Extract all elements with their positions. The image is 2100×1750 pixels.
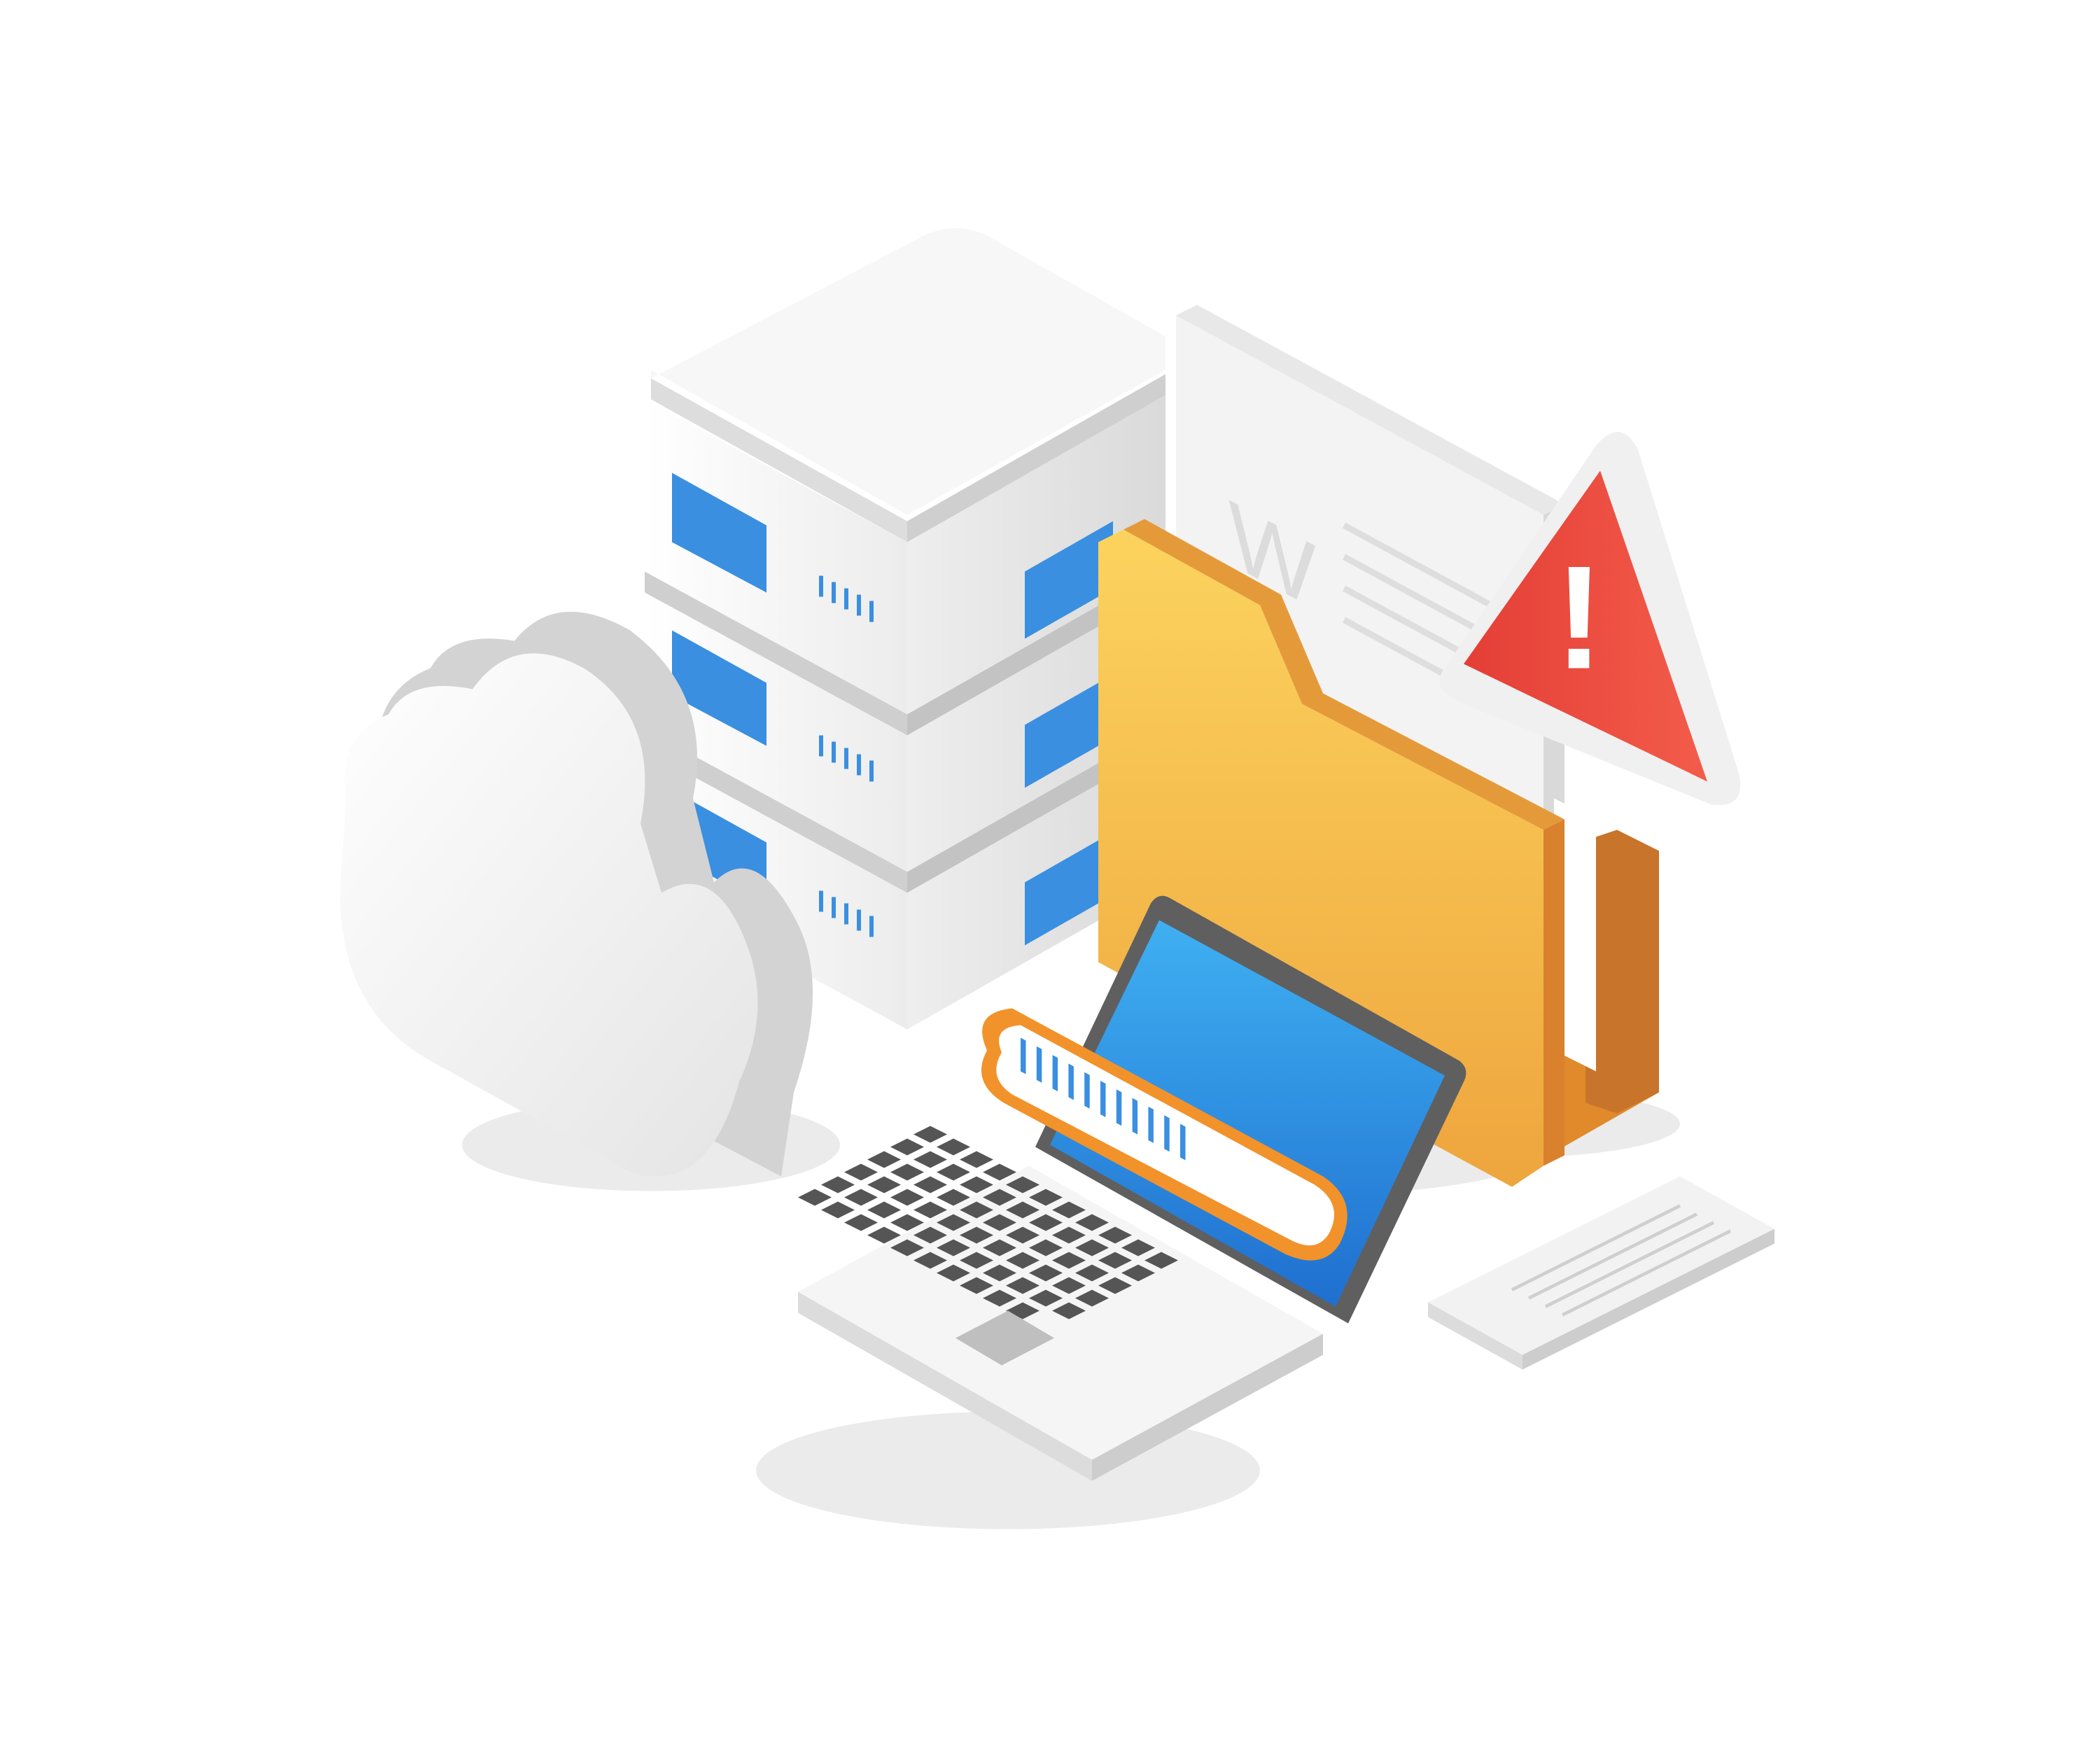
keyboard-key <box>960 1176 993 1194</box>
trackpad <box>955 1310 1054 1366</box>
progress-tick <box>1132 1098 1138 1135</box>
progress-tick <box>1100 1080 1106 1117</box>
keyboard-key <box>798 1189 832 1206</box>
keyboard-key <box>1098 1277 1132 1294</box>
keyboard-key <box>937 1264 970 1282</box>
keyboard-key <box>890 1239 924 1256</box>
keyboard-key <box>1098 1226 1132 1244</box>
keyboard <box>798 1126 1178 1320</box>
progress-tick <box>1052 1055 1058 1092</box>
keyboard-key <box>844 1163 878 1181</box>
keyboard-key <box>821 1176 855 1194</box>
keyboard-key <box>1029 1239 1063 1256</box>
keyboard-key <box>1006 1252 1040 1269</box>
progress-tick <box>1021 1037 1026 1074</box>
keyboard-key <box>937 1239 970 1256</box>
paper-lines <box>1511 1204 1732 1317</box>
keyboard-key <box>913 1252 947 1269</box>
keyboard-key <box>867 1201 901 1219</box>
keyboard-key <box>1052 1226 1086 1244</box>
keyboard-key <box>983 1163 1016 1181</box>
keyboard-key <box>937 1138 970 1156</box>
keyboard-key <box>960 1201 993 1219</box>
keyboard-key <box>983 1214 1016 1231</box>
keyboard-key <box>983 1264 1016 1282</box>
keyboard-key <box>1052 1252 1086 1269</box>
keyboard-key <box>844 1214 878 1231</box>
keyboard-key <box>960 1151 993 1168</box>
keyboard-key <box>913 1126 947 1143</box>
keyboard-key <box>867 1151 901 1168</box>
keyboard-key <box>1144 1252 1178 1269</box>
progress-tick <box>1148 1106 1154 1143</box>
keyboard-key <box>1121 1239 1155 1256</box>
keyboard-key <box>960 1226 993 1244</box>
keyboard-key <box>1075 1289 1109 1307</box>
keyboard-key <box>821 1201 855 1219</box>
keyboard-key <box>890 1138 924 1156</box>
progress-fill <box>1021 1037 1186 1161</box>
keyboard-key <box>1029 1289 1063 1307</box>
keyboard-key <box>1052 1277 1086 1294</box>
progress-tick <box>1180 1124 1186 1161</box>
keyboard-key <box>1006 1176 1040 1194</box>
keyboard-key <box>983 1189 1016 1206</box>
keyboard-key <box>867 1226 901 1244</box>
progress-bar <box>981 1008 1348 1261</box>
keyboard-key <box>913 1176 947 1194</box>
keyboard-key <box>937 1214 970 1231</box>
progress-tick <box>1084 1072 1090 1109</box>
keyboard-key <box>1075 1264 1109 1282</box>
keyboard-key <box>890 1189 924 1206</box>
keyboard-key <box>1052 1302 1086 1320</box>
keyboard-key <box>867 1176 901 1194</box>
progress-tick <box>1116 1089 1122 1126</box>
keyboard-key <box>890 1163 924 1181</box>
keyboard-key <box>913 1201 947 1219</box>
keyboard-key <box>1006 1201 1040 1219</box>
progress-tick <box>1164 1115 1170 1152</box>
keyboard-key <box>1075 1214 1109 1231</box>
paper-document-icon <box>1428 1176 1774 1370</box>
keyboard-key <box>1075 1239 1109 1256</box>
keyboard-key <box>983 1289 1016 1307</box>
keyboard-key <box>890 1214 924 1231</box>
keyboard-key <box>913 1151 947 1168</box>
keyboard-key <box>1029 1214 1063 1231</box>
keyboard-key <box>1006 1226 1040 1244</box>
keyboard-key <box>983 1239 1016 1256</box>
keyboard-key <box>960 1277 993 1294</box>
warning-triangle-icon: ! <box>1439 431 1741 806</box>
alert-symbol: ! <box>1555 536 1604 700</box>
keyboard-key <box>1098 1252 1132 1269</box>
keyboard-key <box>937 1163 970 1181</box>
keyboard-key <box>1029 1189 1063 1206</box>
keyboard-key <box>1006 1277 1040 1294</box>
keyboard-key <box>1029 1264 1063 1282</box>
cloud-icon <box>340 611 813 1177</box>
keyboard-key <box>844 1189 878 1206</box>
keyboard-key <box>937 1189 970 1206</box>
keyboard-key <box>1052 1201 1086 1219</box>
keyboard-key <box>960 1252 993 1269</box>
progress-tick <box>1068 1063 1074 1100</box>
keyboard-key <box>913 1226 947 1244</box>
progress-tick <box>1036 1046 1042 1083</box>
keyboard-key <box>1121 1264 1155 1282</box>
